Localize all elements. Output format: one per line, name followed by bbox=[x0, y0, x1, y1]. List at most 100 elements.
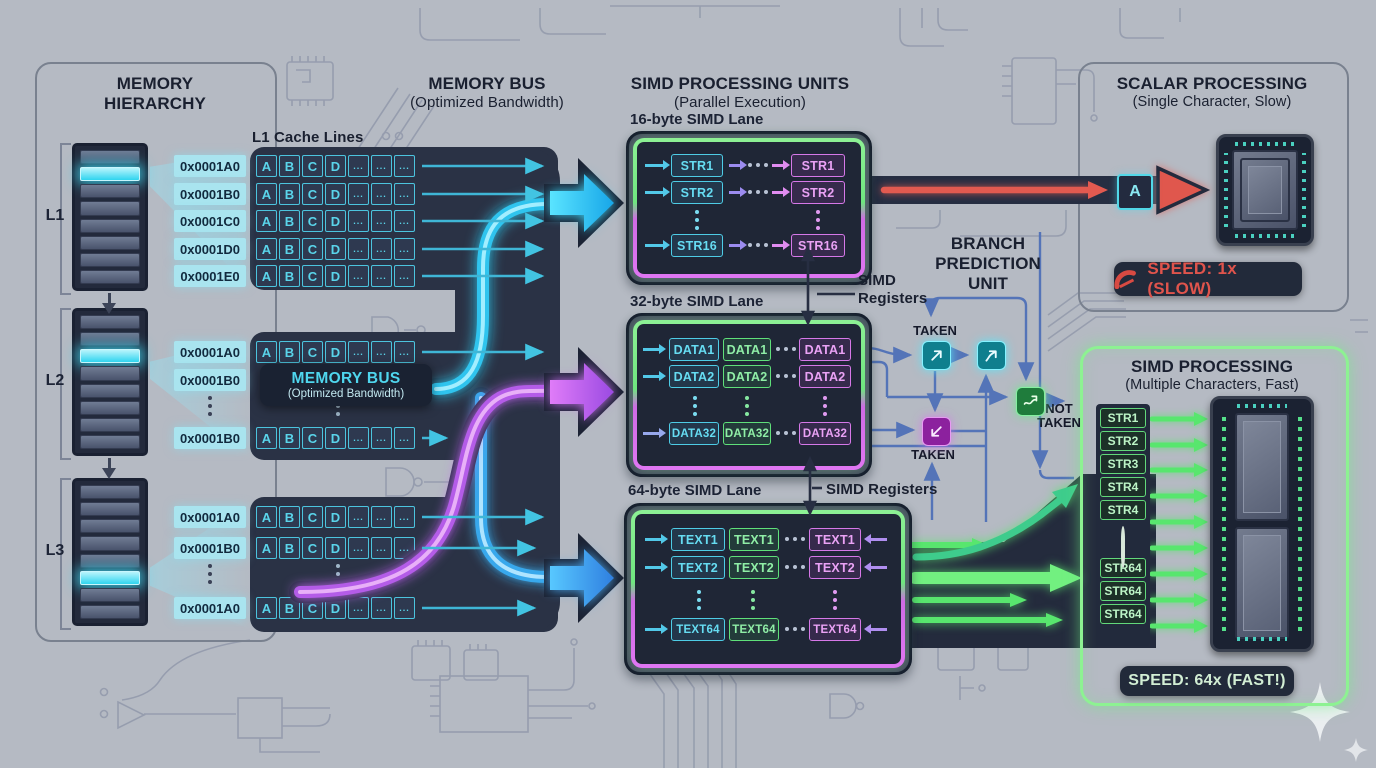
cache-cell: D bbox=[325, 183, 346, 205]
ellipsis bbox=[748, 190, 752, 194]
cache-cell: ... bbox=[394, 506, 415, 528]
cache-cell: B bbox=[279, 597, 300, 619]
cache-cell: ... bbox=[394, 341, 415, 363]
cache-cell: A bbox=[256, 506, 277, 528]
arrow-right-icon bbox=[645, 160, 670, 169]
l2-l3-arrow bbox=[108, 458, 111, 468]
cache-cell: A bbox=[256, 210, 277, 232]
l3-cache-stack bbox=[72, 478, 148, 626]
register-box: TEXT64 bbox=[729, 618, 779, 641]
address-label: 0x0001A0 bbox=[174, 341, 246, 363]
ellipsis bbox=[785, 565, 789, 569]
l1-bracket bbox=[60, 143, 71, 295]
register-box: TEXT2 bbox=[671, 556, 725, 579]
ellipsis bbox=[816, 210, 820, 214]
register-box: DATA2 bbox=[669, 365, 719, 388]
address-label: 0x0001B0 bbox=[174, 183, 246, 205]
l2-label: L2 bbox=[45, 372, 65, 389]
cache-cell: A bbox=[256, 427, 277, 449]
lane64-glow-ring bbox=[631, 510, 905, 668]
branch-taken-icon bbox=[922, 341, 951, 370]
address-label: 0x0001E0 bbox=[174, 265, 246, 287]
cache-cell: D bbox=[325, 238, 346, 260]
address-label: 0x0001A0 bbox=[174, 506, 246, 528]
register-box: STR1 bbox=[791, 154, 845, 177]
register-box: TEXT1 bbox=[809, 528, 861, 551]
ellipsis bbox=[776, 431, 780, 435]
address-label: 0x0001B0 bbox=[174, 537, 246, 559]
lane32-glow-ring bbox=[633, 320, 865, 470]
ellipsis bbox=[695, 210, 699, 214]
cache-cell: B bbox=[279, 155, 300, 177]
ellipsis bbox=[1121, 526, 1125, 552]
cache-cell: C bbox=[302, 537, 323, 559]
ellipsis bbox=[785, 627, 789, 631]
lane16-label: 16-byte SIMD Lane bbox=[630, 111, 764, 128]
cache-cell: A bbox=[256, 183, 277, 205]
cache-cell: B bbox=[279, 210, 300, 232]
simd-speed-text: SPEED: 64x (FAST!) bbox=[1128, 672, 1286, 689]
arrow-right-icon bbox=[729, 160, 747, 169]
l1-l2-arrow bbox=[108, 293, 111, 303]
arrow-right-icon bbox=[772, 187, 790, 196]
cache-cell: B bbox=[279, 427, 300, 449]
simd-register-box: STR4 bbox=[1100, 500, 1146, 520]
register-box: STR2 bbox=[671, 181, 723, 204]
speedometer-icon bbox=[1114, 270, 1136, 289]
cache-cell: B bbox=[279, 537, 300, 559]
arrow-right-icon bbox=[729, 187, 747, 196]
memory-hierarchy-title: MEMORY HIERARCHY bbox=[104, 74, 206, 114]
l2-cache-stack bbox=[72, 308, 148, 456]
register-box: DATA2 bbox=[723, 365, 771, 388]
cache-cell: ... bbox=[371, 265, 392, 287]
ellipsis bbox=[748, 243, 752, 247]
scalar-title: SCALAR PROCESSING (Single Character, Slo… bbox=[1116, 74, 1308, 111]
register-box: DATA32 bbox=[799, 422, 851, 445]
cache-cell: D bbox=[325, 341, 346, 363]
cache-cell: ... bbox=[348, 341, 369, 363]
simd-register-box: STR64 bbox=[1100, 581, 1146, 601]
cache-cell: ... bbox=[371, 155, 392, 177]
address-label: 0x0001D0 bbox=[174, 238, 246, 260]
ellipsis bbox=[697, 590, 701, 594]
cache-cell: A bbox=[256, 155, 277, 177]
scalar-data-band bbox=[866, 176, 1158, 204]
ellipsis bbox=[748, 163, 752, 167]
cache-cell: ... bbox=[394, 597, 415, 619]
simd-speed-badge: SPEED: 64x (FAST!) bbox=[1120, 666, 1294, 696]
arrow-right-icon bbox=[645, 534, 668, 543]
ellipsis bbox=[745, 396, 749, 400]
ellipsis bbox=[833, 590, 837, 594]
simd-register-box: STR64 bbox=[1100, 558, 1146, 578]
cache-cell: B bbox=[279, 506, 300, 528]
cache-cell: C bbox=[302, 427, 323, 449]
cache-cell: C bbox=[302, 210, 323, 232]
simd-register-box: STR1 bbox=[1100, 408, 1146, 428]
l1-cache-stack bbox=[72, 143, 148, 291]
memory-bus-badge-title: MEMORY BUS bbox=[291, 370, 401, 387]
l3-bracket bbox=[60, 478, 71, 630]
simd-cpu-chip bbox=[1210, 396, 1314, 652]
cache-cell: ... bbox=[394, 265, 415, 287]
cache-cell: B bbox=[279, 341, 300, 363]
cache-cell: B bbox=[279, 238, 300, 260]
cache-cell: ... bbox=[371, 506, 392, 528]
register-box: STR2 bbox=[791, 181, 845, 204]
lane64-label: 64-byte SIMD Lane bbox=[628, 482, 762, 499]
arrow-left-icon bbox=[864, 562, 887, 571]
arrow-right-icon bbox=[645, 240, 670, 249]
arrow-left-icon bbox=[864, 624, 887, 633]
simd-register-box: STR64 bbox=[1100, 604, 1146, 624]
branch-prediction-title: BRANCH PREDICTION UNIT bbox=[935, 234, 1041, 294]
l3-label: L3 bbox=[45, 542, 65, 559]
scalar-cpu-chip bbox=[1216, 134, 1314, 246]
address-label: 0x0001A0 bbox=[174, 155, 246, 177]
